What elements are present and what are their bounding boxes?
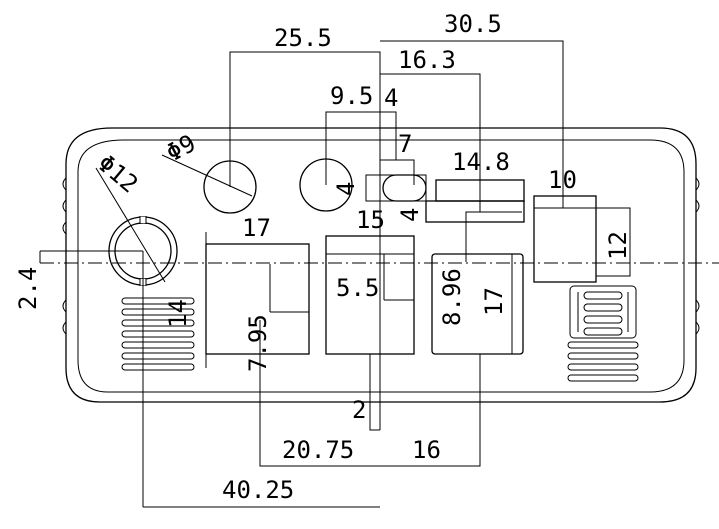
vent-slots-left [121,297,195,371]
dim-10: 10 [548,166,577,194]
dim-14-8: 14.8 [452,148,510,176]
side-grip-right [695,177,700,335]
dim-9-5: 9.5 [330,82,373,110]
dim-7: 7 [398,130,412,158]
dim-17-side: 17 [480,287,508,316]
dim-2-4: 2.4 [14,267,42,310]
dim-16-3: 16.3 [398,46,456,74]
dim-15: 15 [356,206,385,234]
rect-slot-14-8 [425,179,525,223]
enclosure-outline [65,127,697,403]
dimension-lines [39,40,631,508]
dim-16: 16 [412,436,441,464]
oval-slot [365,174,427,202]
dim-4-right: 4 [396,208,424,222]
rect-cutout-8-96x17 [431,253,524,355]
dim-25-5: 25.5 [274,24,332,52]
side-grip-left [62,177,67,335]
dim-14: 14 [164,299,192,328]
dim-2: 2 [352,396,366,424]
dim-8-96: 8.96 [438,268,466,326]
dim-40-25: 40.25 [222,476,294,504]
enclosure-inner-outline [77,139,685,393]
dim-17-top: 17 [242,214,271,242]
rect-cutout-10x12 [533,195,597,283]
dim-7-95: 7.95 [244,314,272,372]
dim-phi12: Φ12 [92,149,143,198]
dim-30-5: 30.5 [444,10,502,38]
switch-symbol [569,285,637,339]
dim-12: 12 [604,231,632,260]
vent-slots-right [567,341,639,382]
dim-5-5: 5.5 [336,274,379,302]
dim-phi9: Φ9 [162,129,201,167]
dim-4-left: 4 [332,182,360,196]
dim-4-top: 4 [384,84,398,112]
dim-20-75: 20.75 [282,436,354,464]
rect-cutout-17x14 [205,243,310,355]
